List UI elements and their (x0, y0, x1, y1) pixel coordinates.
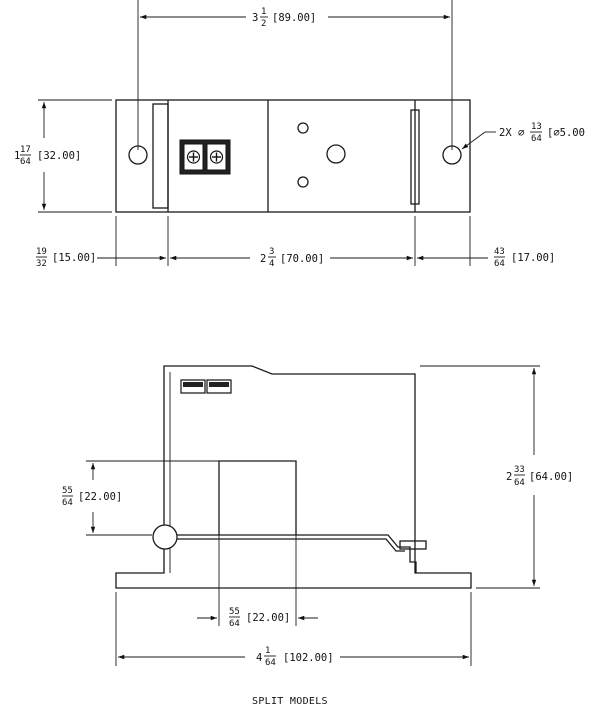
center-hole (326, 144, 346, 164)
left-mounting-hole (128, 145, 148, 165)
dim-metric: [22.00] (78, 491, 122, 503)
dim-num: 55 (229, 607, 240, 617)
top-body-outline (115, 99, 471, 213)
side-view: 55 64 [22.00] 2 33 64 [64.00] 55 64 [ (62, 365, 573, 668)
dim-whole: 3 (252, 12, 258, 24)
dim-den: 64 (62, 498, 73, 508)
dim-num: 55 (62, 486, 73, 496)
hole-den: 64 (531, 134, 542, 144)
core-window (218, 460, 297, 535)
dim-den: 64 (514, 478, 525, 488)
terminal-block (179, 139, 231, 175)
dim-total-height: 2 33 64 [64.00] (420, 365, 573, 589)
dim-whole: 2 (506, 471, 512, 483)
dim-num: 17 (20, 145, 31, 155)
right-clip (410, 109, 420, 205)
dim-metric: [32.00] (37, 150, 81, 162)
small-hole-bottom (297, 176, 309, 188)
dim-den: 64 (229, 619, 240, 629)
dim-num: 1 (261, 7, 266, 17)
dim-metric: [64.00] (529, 471, 573, 483)
hinge-icon (152, 524, 178, 550)
dim-left-offset: 19 32 [15.00] (36, 247, 166, 269)
dim-window-height: 55 64 [22.00] (62, 460, 296, 536)
dim-top-width: 3 1 2 [89.00] (137, 0, 453, 150)
dim-whole: 4 (256, 652, 262, 664)
hole-prefix: 2X ⌀ (499, 127, 524, 139)
hole-note: 2X ⌀ 13 64 [⌀5.00 (461, 122, 585, 150)
dim-whole: 2 (260, 253, 266, 265)
dim-right-offset: 43 64 [17.00] (417, 247, 555, 269)
dim-metric: [22.00] (246, 612, 290, 624)
dim-num: 3 (269, 247, 274, 257)
split-line (177, 534, 417, 573)
dim-num: 1 (265, 646, 270, 656)
dim-den: 64 (265, 658, 276, 668)
right-mounting-hole (442, 145, 462, 165)
dim-den: 2 (261, 19, 266, 29)
dim-metric: [89.00] (272, 12, 316, 24)
top-view: 3 1 2 [89.00] (14, 0, 585, 269)
small-hole-top (297, 122, 309, 134)
dim-metric: [17.00] (511, 252, 555, 264)
dim-num: 43 (494, 247, 505, 257)
dim-base-width: 4 1 64 [102.00] (115, 592, 472, 668)
dim-num: 19 (36, 247, 47, 257)
latch (399, 540, 427, 550)
hole-metric: [⌀5.00 (547, 127, 585, 139)
dim-top-height: 1 17 64 [32.00] (14, 99, 112, 213)
dim-metric: [15.00] (52, 252, 96, 264)
hole-num: 13 (531, 122, 542, 132)
dim-den: 32 (36, 259, 47, 269)
dim-metric: [102.00] (283, 652, 334, 664)
drawing-caption: SPLIT MODELS (252, 696, 328, 707)
left-clip (152, 103, 169, 209)
dim-metric: [70.00] (280, 253, 324, 265)
side-body-outline (115, 365, 472, 589)
dim-window-width: 55 64 [22.00] (197, 535, 318, 629)
dim-den: 64 (494, 259, 505, 269)
dim-num: 33 (514, 465, 525, 475)
dim-middle-span: 2 3 4 [70.00] (170, 247, 413, 269)
dim-den: 4 (269, 259, 274, 269)
side-terminals (180, 379, 232, 394)
dim-den: 64 (20, 157, 31, 167)
dim-whole: 1 (14, 150, 20, 162)
